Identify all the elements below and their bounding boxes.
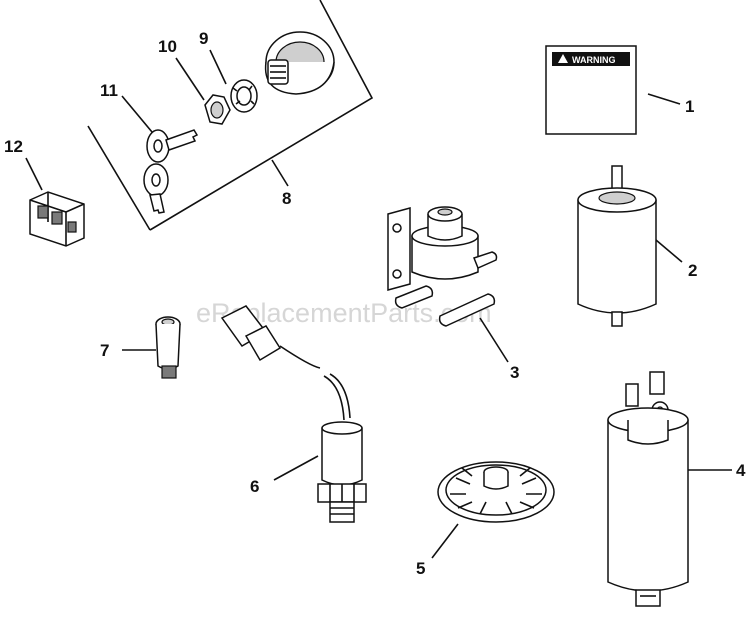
callout-6: 6 [250,477,259,496]
leader-lines [25,49,732,559]
keys [143,129,199,214]
callout-3: 3 [510,363,519,382]
warning-label: WARNING [545,45,637,135]
callout-4: 4 [736,461,746,480]
ignition-switch-kit [87,0,374,231]
pump-screen [437,461,555,523]
hex-nut [204,94,231,125]
kit-bracket-line [149,0,374,231]
fuel-pump [607,371,689,607]
fuel-filter [577,165,657,327]
callout-12: 12 [4,137,23,156]
callout-7: 7 [100,341,109,360]
callout-10: 10 [158,37,177,56]
oxygen-sensor [220,305,367,523]
callout-1: 1 [685,97,694,116]
callout-5: 5 [416,559,425,578]
indicator-lamp [155,316,181,379]
callout-8: 8 [282,189,291,208]
callout-labels: 1 2 3 4 5 6 7 8 9 10 11 12 [4,29,746,578]
ignition-switch [264,31,335,95]
fuel-pressure-regulator [387,206,498,327]
callout-9: 9 [199,29,208,48]
callout-11: 11 [100,81,118,100]
warning-label-text: WARNING [572,55,616,65]
lock-washer [230,79,258,113]
callout-2: 2 [688,261,697,280]
connector [29,191,85,247]
